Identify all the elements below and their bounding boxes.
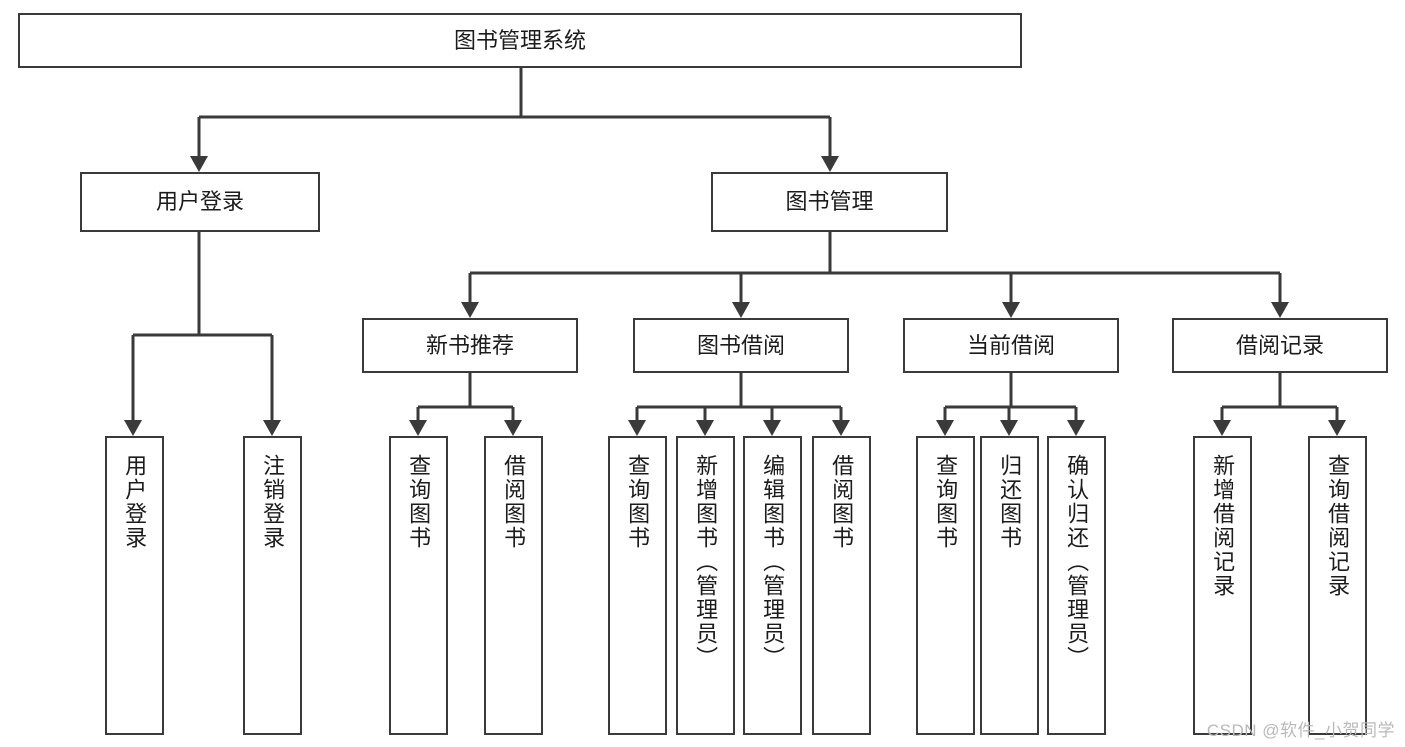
arrow-head: [696, 420, 714, 436]
node-label: 图书管理系统: [453, 27, 586, 53]
node-new-book-rec[interactable]: 新书推荐: [362, 318, 578, 373]
node-label: 新书推荐: [425, 332, 514, 358]
arrow-head: [263, 420, 281, 436]
arrow-head: [1328, 420, 1346, 436]
node-leaf-borrow-query-book[interactable]: 查询图书: [608, 436, 667, 735]
node-book-manage[interactable]: 图书管理: [711, 172, 948, 232]
node-root[interactable]: 图书管理系统: [18, 13, 1022, 68]
node-label: 查询图书: [406, 454, 432, 550]
node-label: 图书管理: [785, 189, 874, 215]
node-leaf-borrow-borrow-book[interactable]: 借阅图书: [812, 436, 871, 735]
node-borrow-record[interactable]: 借阅记录: [1172, 318, 1388, 373]
node-leaf-cur-query-book[interactable]: 查询图书: [916, 436, 975, 735]
arrow-head: [1000, 420, 1018, 436]
node-current-borrow[interactable]: 当前借阅: [903, 318, 1119, 373]
node-label: 图书借阅: [696, 332, 785, 358]
node-leaf-rec-query-book[interactable]: 查询图书: [389, 436, 448, 735]
node-book-borrow[interactable]: 图书借阅: [633, 318, 849, 373]
arrow-head: [1213, 420, 1231, 436]
node-user-login[interactable]: 用户登录: [80, 172, 320, 232]
node-label: 当前借阅: [966, 332, 1055, 358]
node-label: 借阅记录: [1235, 332, 1324, 358]
node-leaf-borrow-edit-book[interactable]: 编辑图书（管理员）: [743, 436, 802, 735]
node-leaf-user-logout[interactable]: 注销登录: [243, 436, 302, 735]
node-leaf-borrow-add-book[interactable]: 新增图书（管理员）: [676, 436, 735, 735]
watermark-label: CSDN @软件_小贺同学: [1206, 721, 1395, 740]
arrow-head: [628, 420, 646, 436]
node-leaf-cur-return-book[interactable]: 归还图书: [980, 436, 1039, 735]
arrow-head: [1002, 302, 1020, 318]
node-label: 编辑图书（管理员）: [760, 454, 786, 670]
node-label: 查询图书: [625, 454, 651, 550]
arrow-head: [1067, 420, 1085, 436]
node-label: 借阅图书: [501, 454, 527, 550]
arrow-head: [732, 302, 750, 318]
arrow-head: [504, 420, 522, 436]
arrow-head: [409, 420, 427, 436]
node-leaf-rec-add-record[interactable]: 新增借阅记录: [1193, 436, 1252, 735]
arrow-head: [1271, 302, 1289, 318]
node-label: 归还图书: [997, 454, 1023, 550]
node-leaf-user-login[interactable]: 用户登录: [105, 436, 164, 735]
node-label: 查询图书: [933, 454, 959, 550]
arrow-head: [461, 302, 479, 318]
node-label: 用户登录: [122, 454, 148, 550]
node-leaf-rec-borrow-book[interactable]: 借阅图书: [484, 436, 543, 735]
node-leaf-rec-query-record[interactable]: 查询借阅记录: [1308, 436, 1367, 735]
node-label: 借阅图书: [829, 454, 855, 550]
node-label: 查询借阅记录: [1325, 454, 1351, 598]
arrow-head: [763, 420, 781, 436]
node-label: 确认归还（管理员）: [1064, 454, 1090, 670]
arrow-head: [832, 420, 850, 436]
arrow-head: [936, 420, 954, 436]
node-label: 用户登录: [155, 189, 244, 215]
node-leaf-cur-confirm-return[interactable]: 确认归还（管理员）: [1047, 436, 1106, 735]
node-label: 新增图书（管理员）: [693, 454, 719, 670]
node-label: 注销登录: [260, 454, 286, 550]
arrow-head: [821, 156, 839, 172]
node-label: 新增借阅记录: [1210, 454, 1236, 598]
arrow-head: [190, 156, 208, 172]
arrow-head: [124, 420, 142, 436]
